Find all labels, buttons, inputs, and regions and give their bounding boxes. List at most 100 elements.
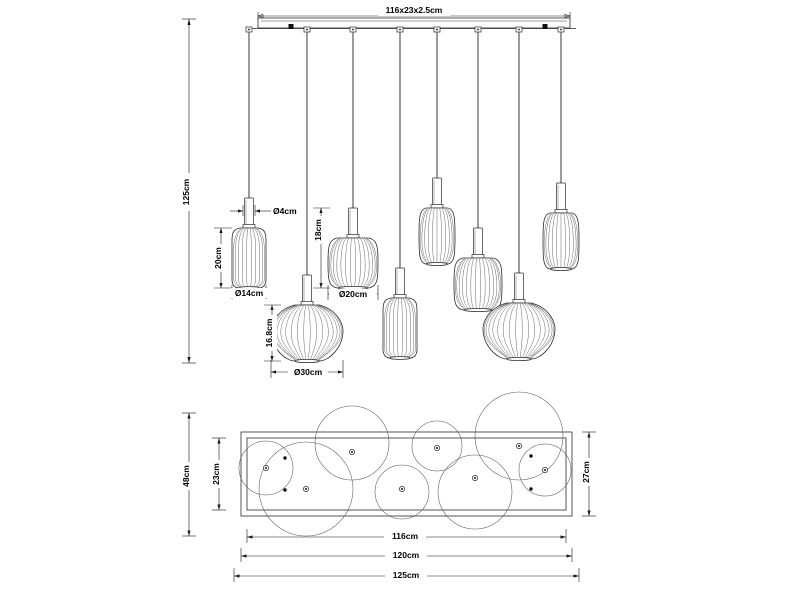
shade-rib [256, 228, 265, 288]
plan-cord-center [436, 447, 438, 449]
plan-mount-dot [529, 454, 533, 458]
plan-outer-depth-dimension: 48cm [181, 412, 196, 537]
shade-rib [310, 305, 317, 361]
shade-base [549, 267, 573, 271]
plan-cord-center [351, 451, 353, 453]
lamp-7 [482, 26, 556, 361]
plan-circle-group [238, 391, 572, 537]
plan-shade-circle [258, 441, 354, 537]
shade-rib [529, 303, 550, 359]
shade-c-diameter-dimension: Ø30cm [270, 360, 344, 378]
shade-base [294, 358, 320, 363]
plan-cord-center [474, 477, 476, 479]
lamp-8 [542, 26, 580, 271]
shade-base [389, 356, 411, 360]
shade-b-diameter-dimension: Ø20cm [327, 285, 379, 300]
shade-body-onion [270, 304, 344, 362]
shade-rib [255, 228, 263, 288]
shade-rib [307, 305, 311, 361]
shade-rib [470, 258, 474, 310]
shade-rib [485, 303, 508, 359]
shade-body-barrel [453, 257, 503, 311]
socket-diameter-dimension: Ø4cm [230, 205, 297, 216]
canopy-width-dimension: 116x23x2.5cm [257, 5, 571, 20]
plan-outer-depth-label: 48cm [181, 465, 191, 487]
shade-rib [333, 238, 342, 288]
shade-rib [407, 298, 416, 358]
shade-rib [238, 228, 244, 288]
shade-a-height-dimension: 20cm [213, 227, 232, 289]
socket-collar [471, 254, 485, 259]
shade-rib [393, 298, 397, 358]
shade-rib [419, 208, 428, 264]
shade-rib [405, 298, 411, 358]
shade-rib [428, 208, 433, 264]
canopy-size-label: 116x23x2.5cm [386, 5, 443, 15]
plan-width-inner-label: 116cm [392, 531, 418, 541]
shade-rib [545, 213, 553, 269]
pendant-lamp-group [231, 26, 580, 363]
shade-c-height-dimension: 16.8cm [264, 304, 281, 362]
shade-rib [462, 258, 469, 310]
shade-rib [530, 303, 555, 359]
shade-rib [315, 305, 334, 361]
shade-rib [487, 258, 494, 310]
plan-mount-dot [283, 488, 287, 492]
shade-rib [530, 303, 553, 359]
socket-collar [430, 204, 444, 209]
plan-width-inner-dimension: 116cm [246, 529, 567, 543]
elevation-view: 116x23x2.5cm 125cm [181, 5, 580, 378]
shade-rib [297, 305, 304, 361]
shade-rib [527, 303, 546, 359]
ceiling-canopy [252, 17, 576, 29]
shade-base [463, 308, 493, 312]
shade-rib [526, 303, 541, 359]
plan-cord-center [518, 445, 520, 447]
shade-rib [565, 213, 570, 269]
canopy-marker-group [288, 24, 548, 29]
shade-rib [552, 213, 557, 269]
shade-rib [556, 213, 559, 269]
shade-rib [254, 228, 260, 288]
shade-rib [357, 238, 361, 288]
shade-rib [569, 213, 577, 269]
shade-rib [345, 238, 349, 288]
plan-mount-dot [283, 456, 287, 460]
shade-rib [389, 298, 395, 358]
cord-mount-dot [352, 28, 354, 31]
plan-width-mid-dimension: 120cm [240, 548, 573, 562]
cord-mount-dot [560, 28, 562, 31]
shade-rib [235, 228, 243, 288]
plan-shade-circle [437, 454, 513, 530]
plan-dot-group [263, 443, 548, 492]
shade-rib [364, 238, 373, 288]
shade-rib [350, 238, 352, 288]
socket-diameter-label: Ø4cm [273, 206, 297, 216]
lamp-2 [270, 26, 344, 363]
plan-shade-circle [518, 443, 572, 497]
plan-shade-circle [474, 391, 564, 481]
shade-a-diameter-dimension: Ø14cm [231, 285, 267, 299]
shade-b-height-label: 18cm [313, 219, 323, 241]
canopy-marker [542, 24, 548, 29]
shade-rib [280, 305, 299, 361]
shade-rib [466, 258, 472, 310]
shade-rib [242, 228, 246, 288]
shade-rib [563, 213, 566, 269]
shade-c-height-label: 16.8cm [264, 318, 274, 347]
shade-rib [482, 258, 486, 310]
shade-rib [492, 303, 511, 359]
lamp-3 [327, 26, 379, 290]
plan-width-mid-label: 120cm [393, 550, 420, 560]
shade-rib [543, 213, 552, 269]
plan-cord-center [401, 488, 403, 490]
shade-rib [445, 208, 453, 264]
socket-collar [346, 234, 360, 239]
cord-mount-dot [399, 28, 401, 31]
shade-b-height-dimension: 18cm [313, 207, 330, 289]
shade-rib [354, 238, 356, 288]
shade-rib [484, 258, 490, 310]
cord-mount-dot [518, 28, 520, 31]
plan-shade-circle [314, 405, 390, 481]
